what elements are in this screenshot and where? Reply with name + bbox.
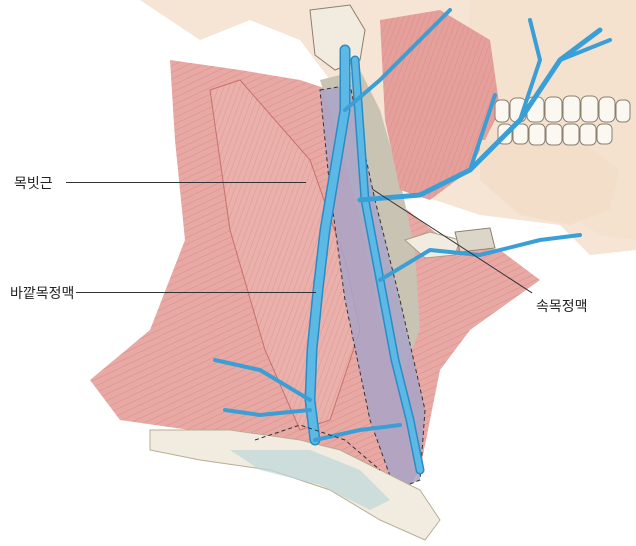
veins bbox=[213, 8, 612, 475]
external-jugular-vein-highlight bbox=[306, 46, 349, 444]
mastoid-bone bbox=[309, 4, 366, 71]
retromandibular-vein bbox=[343, 8, 452, 112]
sternocleidomastoid-fibers bbox=[210, 80, 360, 430]
clavicle-bone bbox=[149, 429, 441, 541]
facial-vein bbox=[357, 27, 603, 203]
leader-sternocleidomastoid bbox=[66, 182, 306, 183]
label-external-jugular: 바깥목정맥 bbox=[10, 286, 75, 302]
chin-skin bbox=[480, 140, 620, 225]
thyroid-cartilage bbox=[454, 227, 496, 253]
dashed-outline-lower bbox=[254, 424, 381, 471]
masseter-fibers bbox=[380, 10, 500, 200]
bone-under-region bbox=[230, 450, 390, 510]
facial-vein-branch bbox=[468, 18, 612, 172]
label-internal-jugular: 속목정맥 bbox=[536, 299, 588, 315]
transverse-cervical-vein bbox=[213, 358, 402, 442]
label-sternocleidomastoid: 목빗근 bbox=[14, 176, 53, 192]
anterior-jugular-vein bbox=[378, 233, 582, 282]
leader-external-jugular bbox=[76, 292, 316, 293]
